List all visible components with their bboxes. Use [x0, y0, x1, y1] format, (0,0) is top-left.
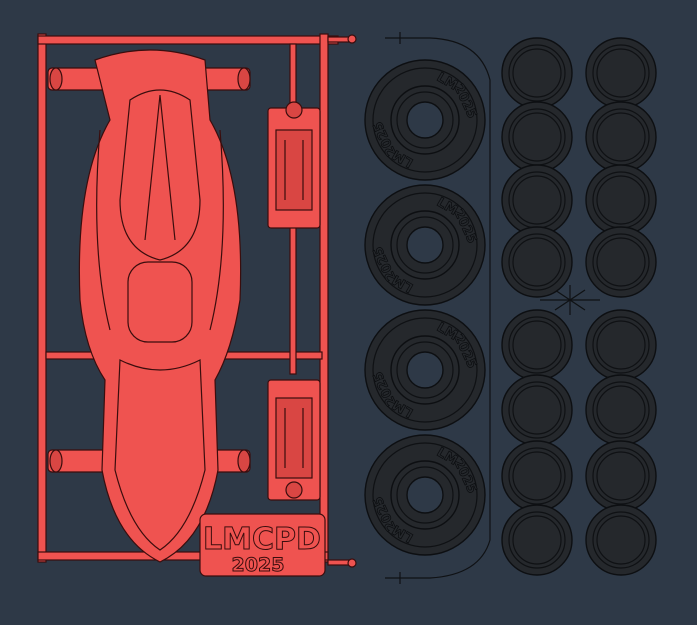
- damper-part-upper: [267, 101, 321, 229]
- black-sprue: LM2025LM2025LM2025LM2025LM2025LM2025LM20…: [364, 32, 657, 584]
- small-wheel: [501, 164, 573, 236]
- small-wheel: [501, 374, 573, 446]
- sprue-frame-right: [319, 33, 329, 563]
- red-sprue: LMCPD 2025: [37, 33, 357, 577]
- small-wheel: [501, 226, 573, 298]
- small-wheel: [585, 101, 657, 173]
- car-body: [78, 49, 242, 563]
- small-wheel: [585, 374, 657, 446]
- small-wheel: [585, 309, 657, 381]
- small-wheel: [585, 440, 657, 512]
- sprue-frame-top: [37, 35, 339, 45]
- small-wheel: [501, 440, 573, 512]
- small-wheel: [585, 37, 657, 109]
- sprue-frame-left: [37, 33, 47, 563]
- damper-part-lower: [267, 379, 321, 501]
- small-wheel: [501, 504, 573, 576]
- small-wheel: [501, 101, 573, 173]
- small-wheel: [585, 164, 657, 236]
- small-wheel: [501, 309, 573, 381]
- small-wheel: [585, 504, 657, 576]
- nameplate: LMCPD 2025: [199, 513, 326, 577]
- nameplate-year: 2025: [232, 554, 285, 576]
- sprue-frame-bottom: [37, 551, 329, 561]
- small-wheel: [501, 37, 573, 109]
- small-wheel: [585, 226, 657, 298]
- nameplate-text: LMCPD: [203, 522, 321, 557]
